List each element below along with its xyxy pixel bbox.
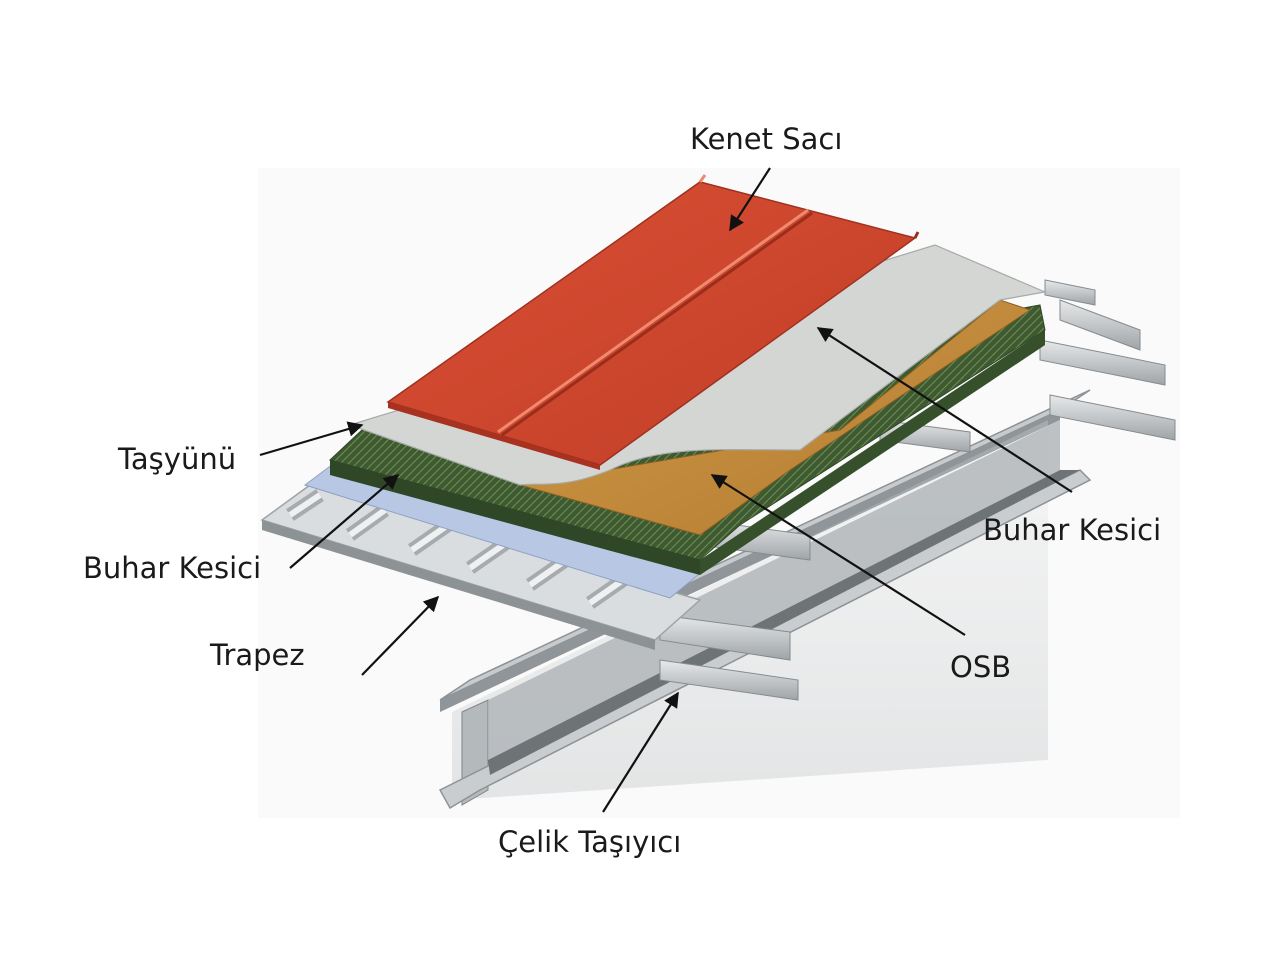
leader-arrows bbox=[259, 167, 1073, 813]
label-tasyunu: Taşyünü bbox=[117, 442, 236, 476]
arrow-celik-tasiyici bbox=[602, 691, 679, 813]
label-celik-tasiyici: Çelik Taşıyıcı bbox=[498, 825, 681, 859]
arrow-buhar-kesici-right bbox=[816, 327, 1073, 493]
label-buhar-kesici-right: Buhar Kesici bbox=[983, 513, 1161, 547]
arrow-osb bbox=[710, 474, 966, 636]
label-buhar-kesici-left: Buhar Kesici bbox=[83, 551, 261, 585]
arrow-kenet-saci bbox=[729, 167, 771, 232]
arrow-trapez bbox=[361, 595, 440, 676]
osb-board bbox=[519, 299, 1032, 536]
label-trapez: Trapez bbox=[209, 638, 305, 672]
purlins bbox=[659, 279, 1176, 701]
arrow-buhar-kesici-left bbox=[289, 473, 400, 569]
trapezoidal-sheet bbox=[260, 484, 702, 650]
standing-seam-roof bbox=[386, 174, 920, 470]
arrow-tasyunu bbox=[259, 421, 364, 457]
label-kenet-saci: Kenet Sacı bbox=[690, 122, 842, 156]
label-osb: OSB bbox=[950, 650, 1011, 684]
